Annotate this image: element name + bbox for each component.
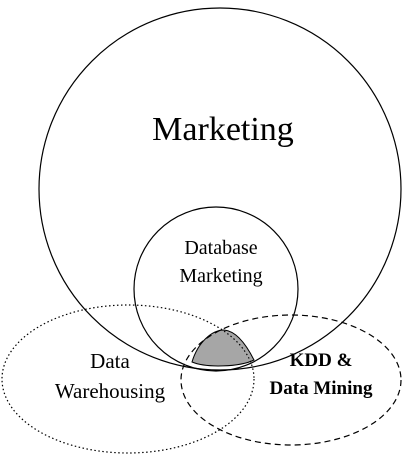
data-warehousing-label-line2: Warehousing [55, 379, 166, 403]
kdd-label-line1: KDD & [290, 350, 353, 371]
database-marketing-circle [133, 206, 299, 372]
marketing-circle [38, 7, 402, 371]
kdd-data-mining-ellipse [180, 314, 402, 446]
data-warehousing-ellipse [1, 304, 255, 454]
marketing-label: Marketing [152, 111, 294, 148]
database-marketing-label-line1: Database [184, 237, 257, 259]
intersection-region [191, 329, 255, 367]
data-warehousing-label-line1: Data [90, 349, 130, 373]
database-marketing-label-line2: Marketing [179, 265, 262, 287]
kdd-label-line2: Data Mining [270, 378, 373, 399]
